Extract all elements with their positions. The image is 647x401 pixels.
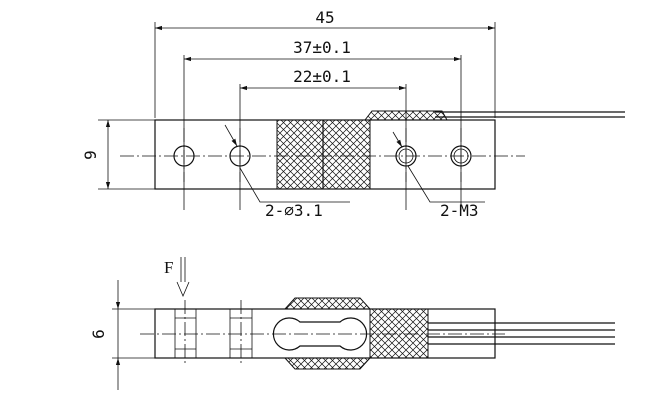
threaded-hole-1-inner xyxy=(398,148,414,164)
dim-thickness: 6 xyxy=(89,329,108,339)
leader-threaded-hole xyxy=(392,131,403,148)
cable-hatch-region xyxy=(369,308,429,359)
leader-through-hole xyxy=(224,124,238,147)
gauge-pad-top xyxy=(283,297,372,310)
threaded-hole-1 xyxy=(395,145,417,167)
dim-height: 9 xyxy=(81,150,100,160)
beam-body-side xyxy=(154,308,496,359)
callout-threaded-holes: 2-M3 xyxy=(440,201,479,220)
through-hole-1 xyxy=(173,145,195,167)
binocular-cutout xyxy=(272,317,368,351)
side-view: F 6 xyxy=(89,257,615,390)
callout-through-holes: 2-∅3.1 xyxy=(265,201,323,220)
threaded-hole-2 xyxy=(450,145,472,167)
dim-hole-spacing-inner: 22±0.1 xyxy=(293,67,351,86)
leader-threaded-hole-label xyxy=(407,165,485,203)
through-hole-2 xyxy=(229,145,251,167)
top-view: 45 37±0.1 22±0.1 9 xyxy=(81,8,625,220)
threaded-hole-2-inner xyxy=(453,148,469,164)
dim-overall-length: 45 xyxy=(315,8,334,27)
cable-exit-pad xyxy=(363,110,448,121)
leader-through-hole-label xyxy=(239,167,350,203)
dim-hole-spacing-outer: 37±0.1 xyxy=(293,38,351,57)
force-label: F xyxy=(164,258,173,277)
gauge-pad-bottom xyxy=(283,357,372,370)
force-arrow-icon xyxy=(176,257,190,298)
